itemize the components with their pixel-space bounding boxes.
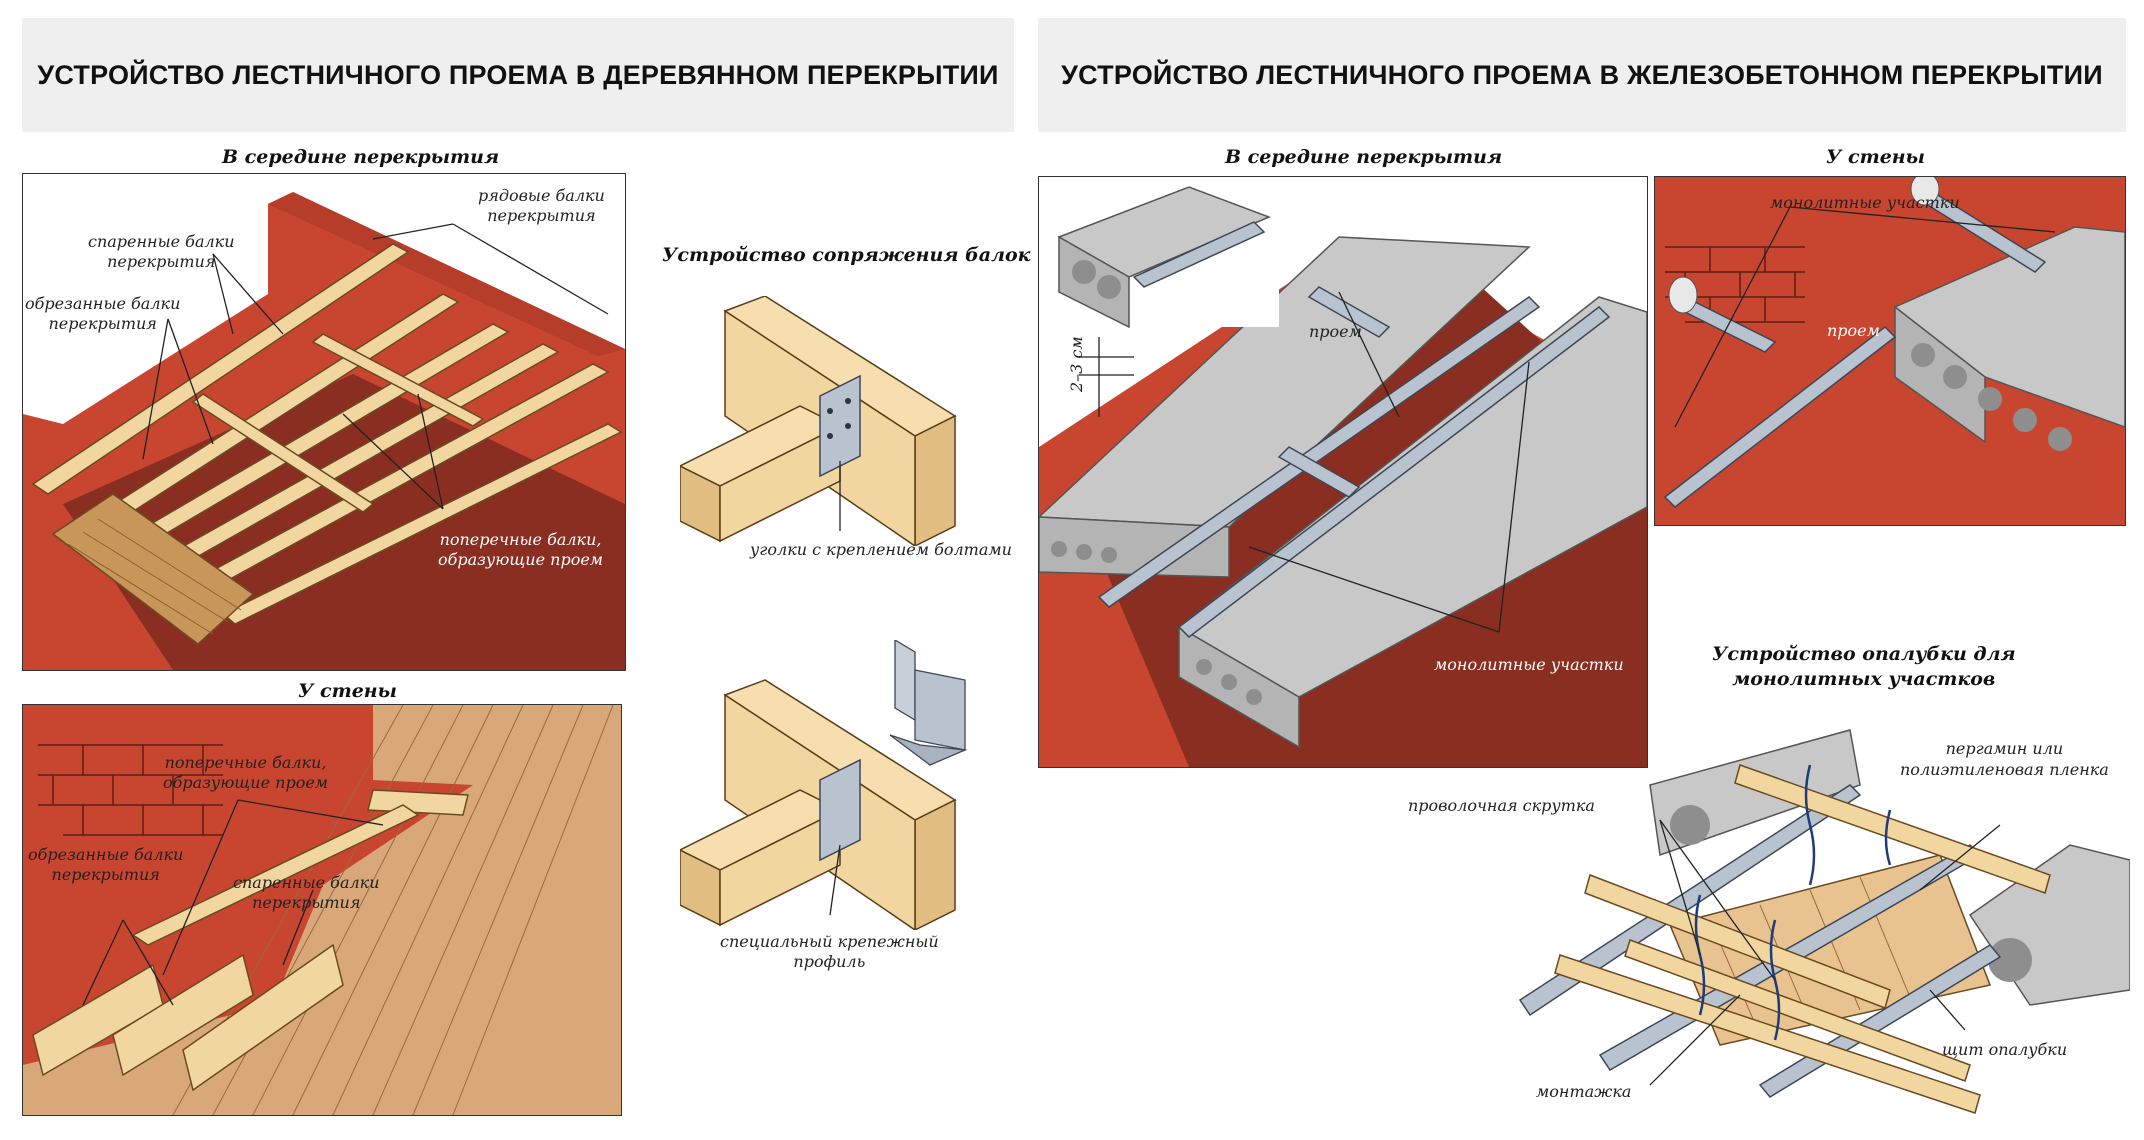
formwork-illustration — [1510, 725, 2130, 1125]
label-cross-beams: поперечные балки, образующие проем — [438, 530, 604, 569]
label-angle-bolts: уголки с креплением болтами — [750, 540, 1012, 559]
label-row-beams: рядовые балки перекрытия — [478, 186, 605, 225]
wood-wall-illustration: поперечные балки, образующие проем обрез… — [22, 704, 622, 1116]
label-concrete-opening: проем — [1309, 322, 1362, 341]
wood-middle-drawing — [23, 174, 625, 670]
concrete-middle-caption: В середине перекрытия — [1225, 146, 1503, 168]
label-wall-paired-beams: спаренные балки перекрытия — [233, 873, 380, 912]
wood-middle-caption: В середине перекрытия — [222, 146, 500, 168]
label-wall-cross-beams: поперечные балки, образующие проем — [163, 753, 329, 792]
label-cut-beams: обрезанные балки перекрытия — [25, 294, 181, 333]
concrete-middle-drawing — [1039, 177, 1647, 767]
joint-profile-illustration — [680, 640, 970, 930]
label-wall-cut-beams: обрезанные балки перекрытия — [28, 845, 184, 884]
joint-caption: Устройство сопряжения балок — [662, 244, 1031, 266]
label-formwork-shield: щит опалубки — [1942, 1040, 2068, 1059]
wood-wall-caption: У стены — [298, 680, 397, 702]
concrete-wall-drawing — [1655, 177, 2125, 525]
wood-wall-drawing — [23, 705, 621, 1115]
concrete-middle-illustration: проем монолитные участки 2–3 см — [1038, 176, 1648, 768]
label-concrete-monolithic: монолитные участки — [1434, 655, 1624, 674]
label-crowbar: монтажка — [1536, 1082, 1632, 1101]
label-wire-twist: проволочная скрутка — [1408, 796, 1595, 815]
left-title: УСТРОЙСТВО ЛЕСТНИЧНОГО ПРОЕМА В ДЕРЕВЯНН… — [37, 59, 999, 90]
label-special-profile: специальный крепежный профиль — [720, 932, 939, 971]
right-title-box: УСТРОЙСТВО ЛЕСТНИЧНОГО ПРОЕМА В ЖЕЛЕЗОБЕ… — [1038, 18, 2126, 132]
joint-angle-drawing — [680, 296, 957, 546]
label-wall-monolithic: монолитные участки — [1770, 193, 1960, 212]
label-paired-beams: спаренные балки перекрытия — [88, 232, 235, 271]
left-title-box: УСТРОЙСТВО ЛЕСТНИЧНОГО ПРОЕМА В ДЕРЕВЯНН… — [22, 18, 1014, 132]
concrete-wall-caption: У стены — [1826, 146, 1925, 168]
label-film: пергамин или полиэтиленовая пленка — [1900, 739, 2109, 779]
formwork-drawing — [1518, 729, 2130, 1114]
formwork-caption: Устройство опалубки для монолитных участ… — [1712, 643, 2016, 690]
right-title: УСТРОЙСТВО ЛЕСТНИЧНОГО ПРОЕМА В ЖЕЛЕЗОБЕ… — [1061, 59, 2103, 90]
wood-middle-illustration: рядовые балки перекрытия спаренные балки… — [22, 173, 626, 671]
concrete-wall-illustration: монолитные участки проем — [1654, 176, 2126, 526]
joint-profile-drawing — [680, 640, 968, 930]
label-wall-opening: проем — [1827, 321, 1880, 340]
joint-angle-illustration — [680, 296, 970, 546]
label-gap: 2–3 см — [1067, 336, 1086, 392]
